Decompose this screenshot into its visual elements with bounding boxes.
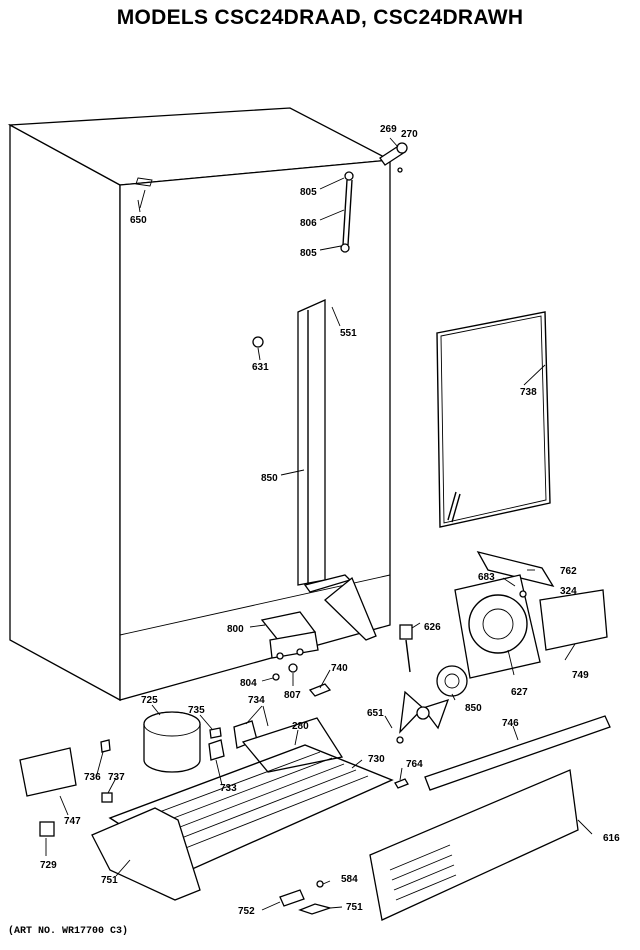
callout-747: 747 xyxy=(64,816,81,827)
callout-800: 800 xyxy=(227,624,244,635)
callout-764: 764 xyxy=(406,759,423,770)
callout-805: 805 xyxy=(300,248,317,259)
part-752 xyxy=(279,889,305,907)
part-269-270 xyxy=(379,142,408,173)
part-733 xyxy=(208,739,225,761)
callout-752: 752 xyxy=(238,906,255,917)
callout-651: 651 xyxy=(367,708,384,719)
part-737 xyxy=(101,792,113,803)
callout-746: 746 xyxy=(502,718,519,729)
callout-730: 730 xyxy=(368,754,385,765)
part-729 xyxy=(39,821,55,837)
bracket-747 xyxy=(19,747,77,797)
screw-584 xyxy=(316,880,324,888)
callout-733: 733 xyxy=(220,783,237,794)
callout-735: 735 xyxy=(188,705,205,716)
fan-blade-651 xyxy=(396,690,450,744)
compressor-725 xyxy=(143,711,201,773)
part-807 xyxy=(288,663,298,673)
callout-734: 734 xyxy=(248,695,265,706)
callout-280: 280 xyxy=(292,721,309,732)
grille-panel-616 xyxy=(369,769,579,921)
part-626 xyxy=(399,624,413,673)
part-764 xyxy=(394,778,409,789)
mullion-channel xyxy=(297,298,377,641)
fan-motor-850 xyxy=(436,665,468,697)
callout-729: 729 xyxy=(40,860,57,871)
base-pan-751 xyxy=(91,807,201,901)
callout-807: 807 xyxy=(284,690,301,701)
part-735 xyxy=(209,727,222,739)
callout-805: 805 xyxy=(300,187,317,198)
callout-labels: 269 270 805 806 805 650 551 631 738 850 … xyxy=(40,124,620,917)
callout-751: 751 xyxy=(346,902,363,913)
callout-806: 806 xyxy=(300,218,317,229)
leader-lines xyxy=(45,137,593,911)
refrigerator-cabinet xyxy=(7,107,393,702)
callout-762: 762 xyxy=(560,566,577,577)
callout-551: 551 xyxy=(340,328,357,339)
callout-850: 850 xyxy=(261,473,278,484)
water-valve-800 xyxy=(260,611,319,660)
callout-740: 740 xyxy=(331,663,348,674)
callout-804: 804 xyxy=(240,678,257,689)
callout-683: 683 xyxy=(478,572,495,583)
callout-270: 270 xyxy=(401,129,418,140)
part-751b xyxy=(298,903,333,915)
callout-737: 737 xyxy=(108,772,125,783)
door-gasket-738 xyxy=(436,311,551,528)
callout-850: 850 xyxy=(465,703,482,714)
callout-584: 584 xyxy=(341,874,358,885)
callout-616: 616 xyxy=(603,833,620,844)
part-740 xyxy=(308,683,332,697)
callout-626: 626 xyxy=(424,622,441,633)
callout-650: 650 xyxy=(130,215,147,226)
rail-746 xyxy=(424,715,611,791)
callout-736: 736 xyxy=(84,772,101,783)
part-804 xyxy=(272,673,280,681)
callout-324: 324 xyxy=(560,586,577,597)
callout-627: 627 xyxy=(511,687,528,698)
part-736 xyxy=(100,739,111,753)
callout-269: 269 xyxy=(380,124,397,135)
callout-631: 631 xyxy=(252,362,269,373)
callout-751: 751 xyxy=(101,875,118,886)
tube-806 xyxy=(340,171,354,253)
callout-749: 749 xyxy=(572,670,589,681)
art-number: (ART NO. WR17700 C3) xyxy=(8,926,129,937)
callout-725: 725 xyxy=(141,695,158,706)
fan-assembly xyxy=(454,551,608,679)
callout-738: 738 xyxy=(520,387,537,398)
diagram-title: MODELS CSC24DRAAD, CSC24DRAWH xyxy=(116,6,524,29)
